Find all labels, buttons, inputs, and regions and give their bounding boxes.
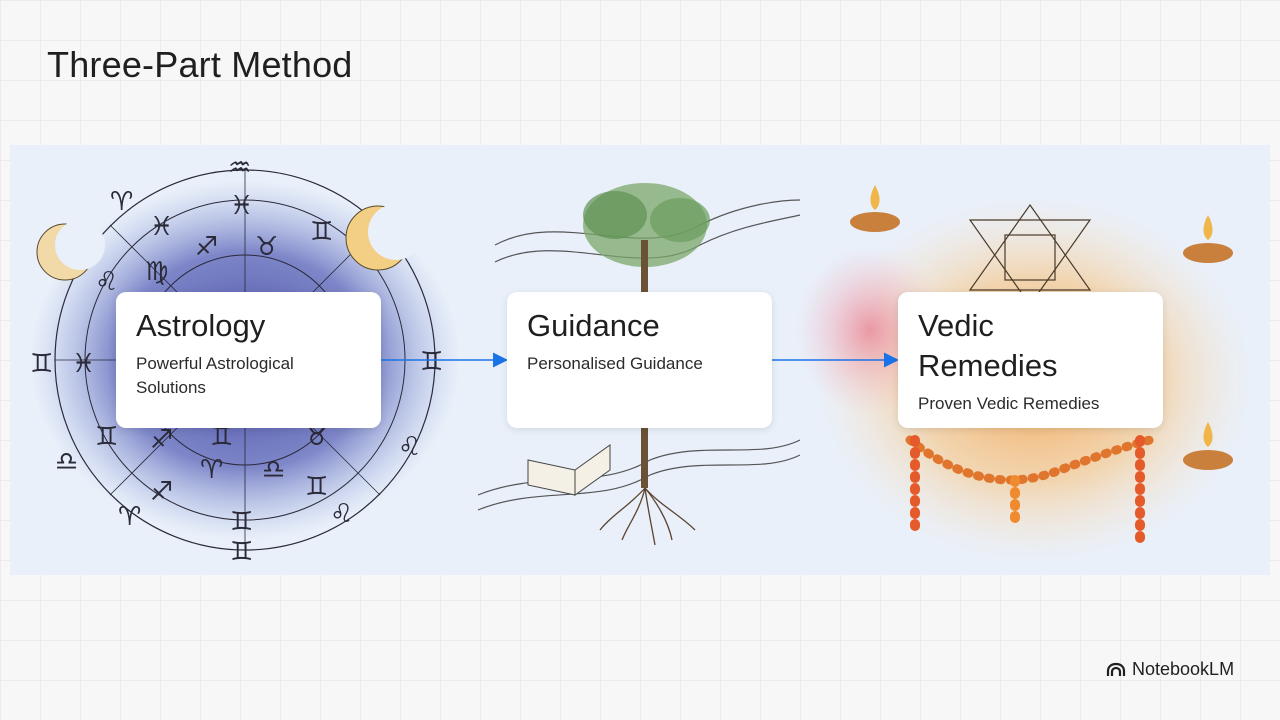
svg-text:♐: ♐ [150, 477, 173, 507]
step-card-vedic-remedies: Vedic Remedies Proven Vedic Remedies [898, 292, 1163, 428]
svg-text:♓: ♓ [150, 212, 173, 242]
marigold-garland-icon [905, 435, 1155, 553]
step-subtitle: Proven Vedic Remedies [918, 394, 1100, 413]
svg-text:♊: ♊ [230, 537, 253, 567]
crescent-moon-icon [345, 204, 424, 271]
svg-text:♈: ♈ [110, 187, 133, 217]
svg-text:♊: ♊ [420, 347, 443, 377]
svg-text:♊: ♊ [230, 507, 253, 537]
svg-text:♈: ♈ [118, 502, 141, 532]
diya-lamp-icon [1183, 215, 1233, 263]
svg-text:♎: ♎ [55, 447, 78, 477]
svg-text:♓: ♓ [230, 191, 253, 221]
step-card-astrology: Astrology Powerful Astrological Solution… [116, 292, 381, 428]
slide-title: Three-Part Method [47, 44, 353, 85]
svg-text:♓: ♓ [72, 349, 95, 379]
svg-text:♊: ♊ [210, 422, 233, 452]
svg-text:♐: ♐ [195, 232, 218, 262]
svg-text:♊: ♊ [30, 349, 53, 379]
svg-text:♌: ♌ [330, 499, 353, 529]
step-title: Vedic Remedies [918, 308, 1058, 383]
svg-text:♌: ♌ [95, 267, 118, 297]
svg-text:♊: ♊ [305, 472, 328, 502]
svg-text:♈: ♈ [200, 455, 223, 485]
step-title: Guidance [527, 308, 660, 343]
notebooklm-brand: NotebookLM [1106, 659, 1234, 680]
step-subtitle: Powerful Astrological Solutions [136, 354, 294, 397]
diya-lamp-icon [1183, 422, 1233, 470]
svg-text:♒: ♒ [228, 153, 251, 183]
svg-text:♍: ♍ [145, 257, 168, 287]
svg-text:♉: ♉ [255, 232, 278, 262]
notebooklm-logo-icon [1106, 662, 1126, 676]
diya-lamp-icon [850, 185, 900, 232]
step-subtitle: Personalised Guidance [527, 354, 703, 373]
svg-text:♐: ♐ [150, 425, 173, 455]
crescent-moon-icon [36, 220, 105, 281]
open-book-icon [527, 444, 611, 496]
svg-text:♉: ♉ [305, 422, 328, 452]
svg-text:♎: ♎ [262, 455, 285, 485]
step-card-guidance: Guidance Personalised Guidance [507, 292, 772, 428]
step-title: Astrology [136, 308, 266, 343]
svg-text:♊: ♊ [310, 217, 333, 247]
yantra-icon [968, 203, 1092, 307]
svg-text:♊: ♊ [95, 422, 118, 452]
tree-icon [477, 183, 801, 546]
brand-label: NotebookLM [1132, 659, 1235, 679]
svg-text:♌: ♌ [398, 432, 421, 462]
